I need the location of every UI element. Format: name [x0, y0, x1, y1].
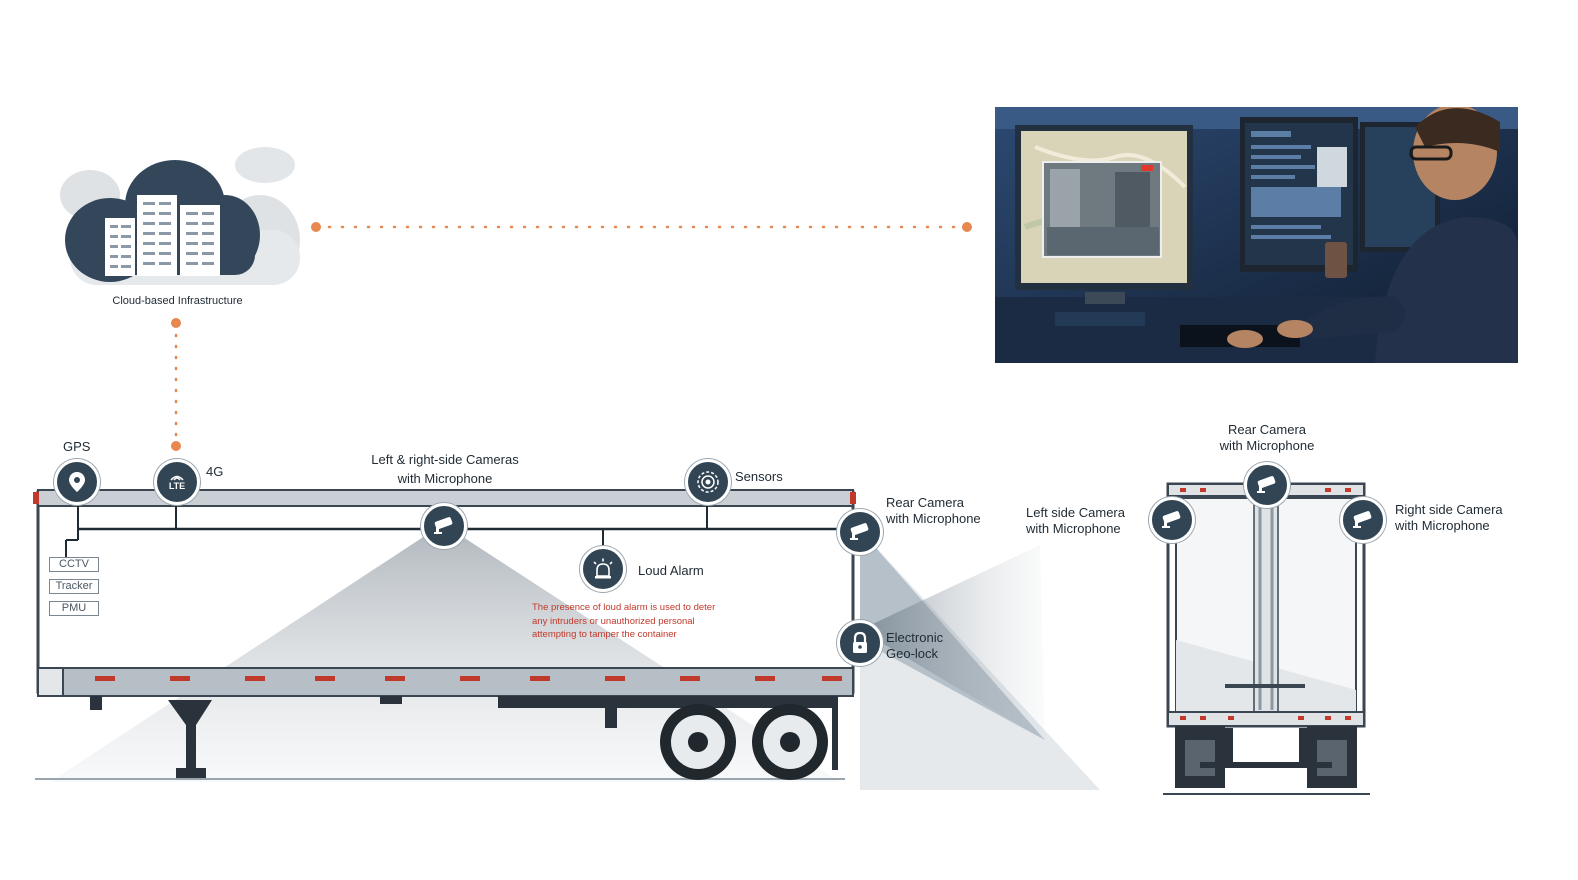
side-cameras-label: Left & right-side Cameras with Microphon…	[371, 452, 519, 486]
module-tracker: Tracker	[49, 579, 99, 594]
gps-label: GPS	[63, 439, 91, 454]
geolock-label: Electronic Geo-lock	[886, 630, 944, 661]
monitoring-center-photo	[995, 107, 1518, 363]
cctv-camera-icon	[1162, 511, 1181, 528]
lte-label: 4G	[206, 464, 224, 479]
rear-view-rear-camera-label: Rear Camera with Microphone	[1219, 422, 1315, 453]
cloud-datacenter-icon	[60, 147, 300, 285]
module-pmu: PMU	[49, 601, 99, 616]
rear-camera-badge	[837, 509, 883, 555]
lte-icon	[170, 475, 184, 481]
cctv-camera-icon	[850, 523, 869, 540]
map-pin-icon	[69, 472, 85, 492]
padlock-icon	[853, 631, 867, 653]
sensor-icon	[697, 471, 719, 493]
sensors-label: Sensors	[735, 469, 783, 484]
loud-alarm-label: Loud Alarm	[638, 563, 704, 578]
gps-badge	[54, 459, 100, 505]
rear-view-right-camera-badge	[1340, 497, 1386, 543]
lte-badge-text: LTE	[168, 481, 186, 491]
module-cctv: CCTV	[49, 557, 99, 572]
cctv-camera-icon	[1257, 476, 1276, 493]
rear-view-left-camera-label: Left side Camera with Microphone	[1026, 505, 1125, 536]
cctv-camera-icon	[434, 517, 453, 534]
rear-view-left-camera-badge	[1149, 497, 1195, 543]
loud-alarm-badge	[580, 546, 626, 592]
rear-view-rear-camera-badge	[1244, 462, 1290, 508]
siren-icon	[593, 558, 613, 579]
rear-view-right-camera-label: Right side Camera with Microphone	[1395, 502, 1503, 533]
loud-alarm-note: The presence of loud alarm is used to de…	[532, 602, 716, 640]
sensors-badge	[685, 459, 731, 505]
side-camera-badge	[421, 503, 467, 549]
geolock-badge	[837, 620, 883, 666]
cctv-camera-icon	[1353, 511, 1372, 528]
lte-badge: LTE	[154, 459, 200, 505]
rear-camera-label: Rear Camera with Microphone	[886, 495, 981, 526]
cloud-label: Cloud-based Infrastructure	[112, 295, 243, 307]
